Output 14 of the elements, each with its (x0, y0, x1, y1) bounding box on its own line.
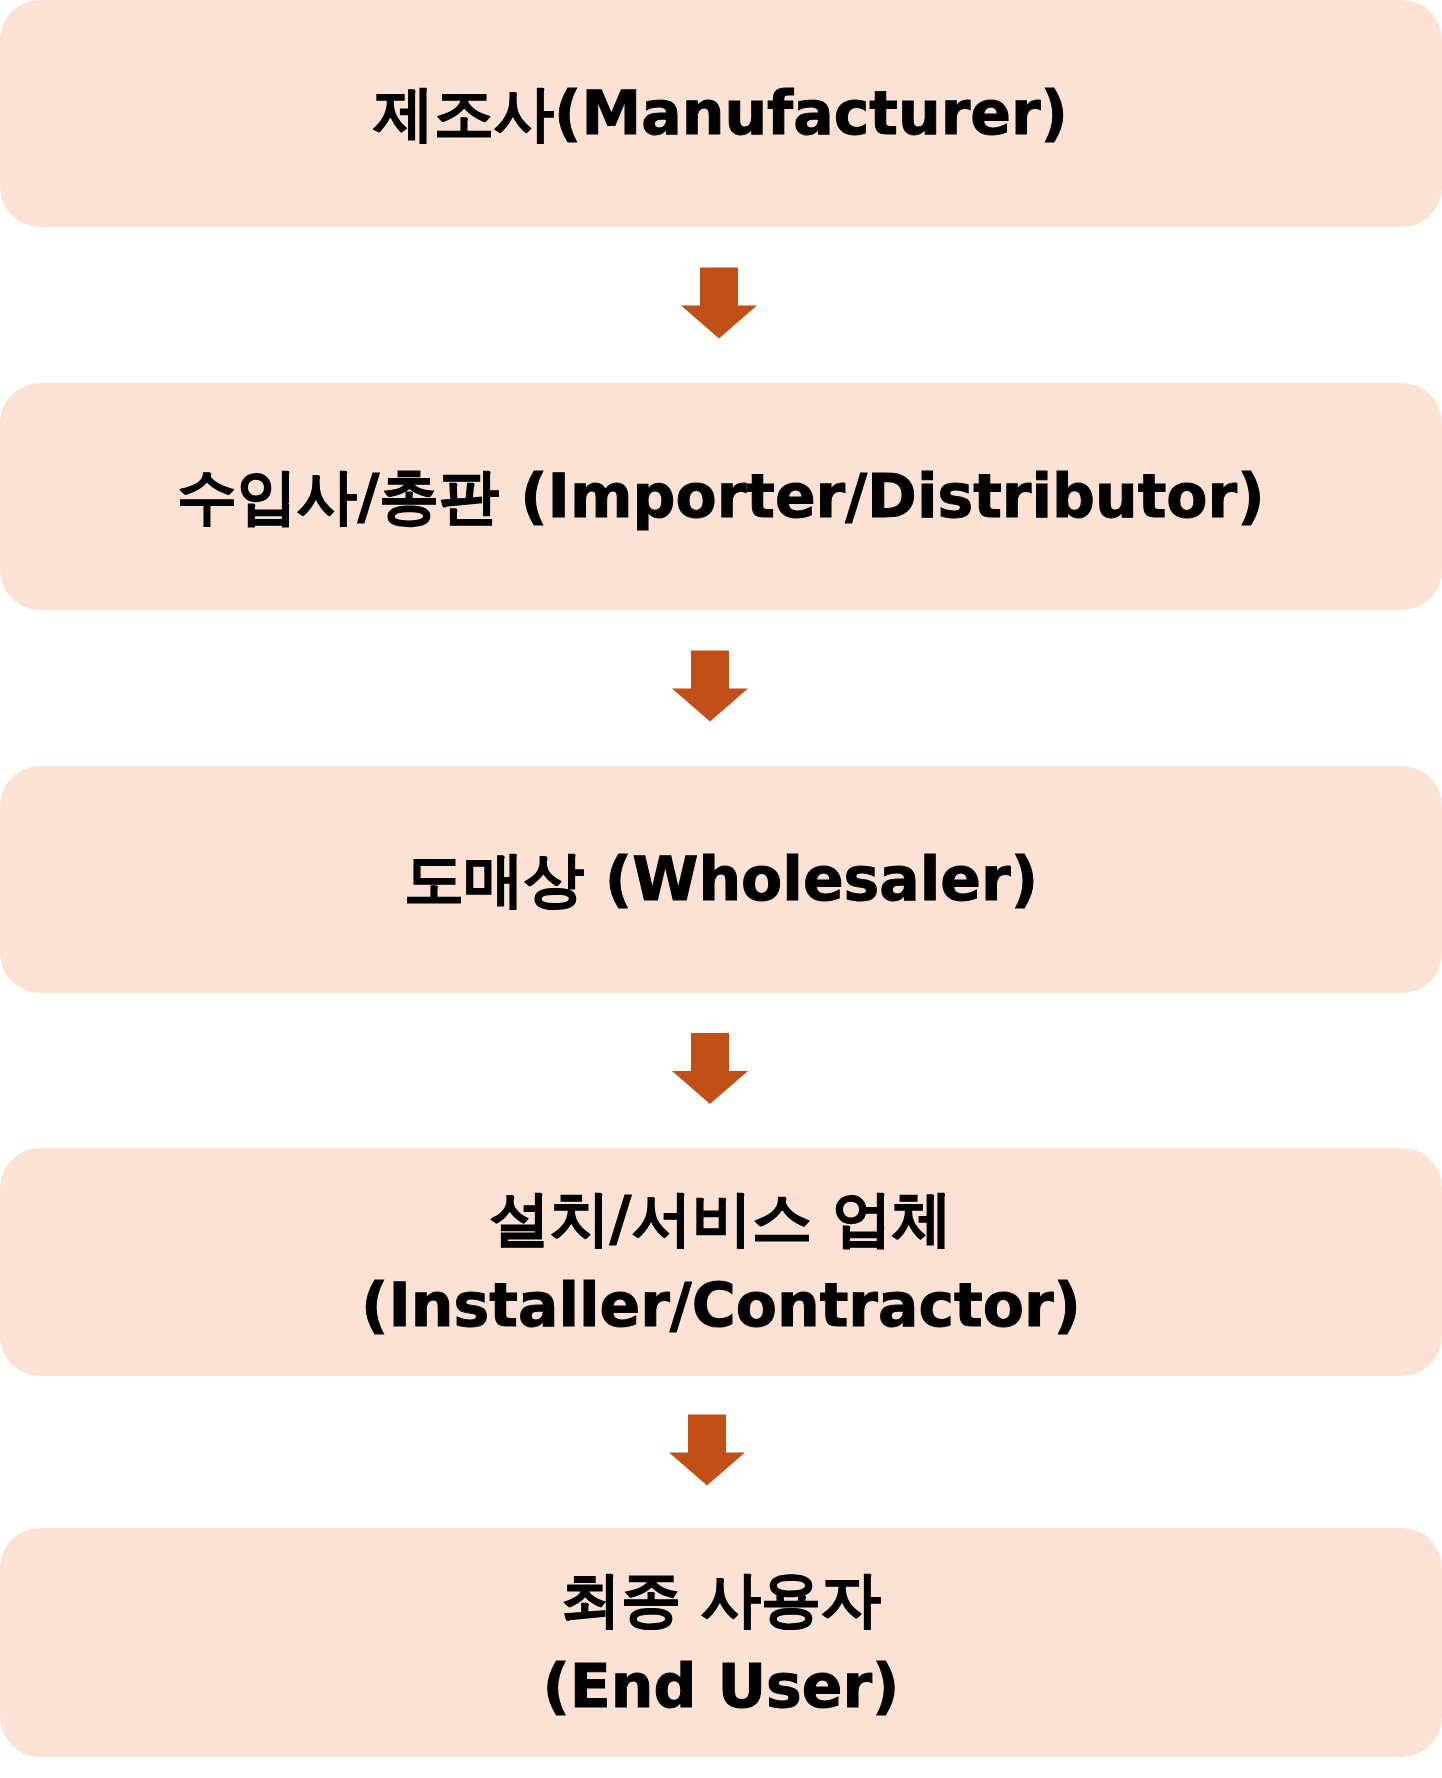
node-label: 수입사/총판 (Importer/Distributor) (177, 460, 1265, 533)
node-label: 최종 사용자 (End User) (541, 1562, 901, 1723)
arrow (681, 267, 757, 339)
process-box (0, 0, 1442, 227)
arrow (672, 650, 748, 722)
process-box (0, 766, 1442, 993)
node-label: 설치/서비스 업체 (Installer/Contractor) (360, 1182, 1082, 1342)
arrow (672, 1033, 748, 1104)
process-box (0, 1148, 1442, 1376)
node-label: 제조사(Manufacturer) (374, 77, 1068, 150)
process-box (0, 1528, 1442, 1757)
process-box (0, 383, 1442, 610)
node-label: 도매상 (Wholesaler) (403, 843, 1039, 916)
arrow (669, 1414, 745, 1486)
